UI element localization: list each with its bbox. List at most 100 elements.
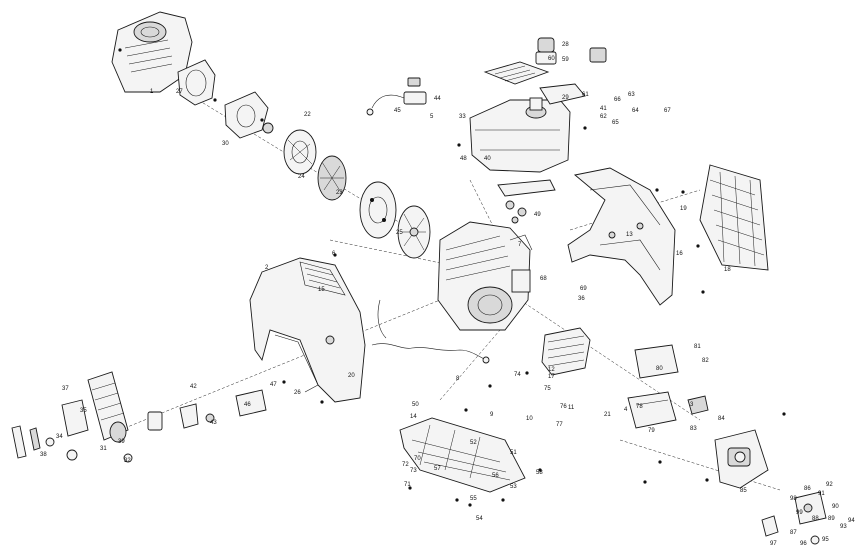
- part-number-label: 19: [680, 206, 687, 212]
- part-number-label: 65: [612, 120, 619, 126]
- part-number-label: 69: [580, 286, 587, 292]
- control-panel-part: [714, 429, 769, 489]
- part-number-label: 91: [818, 491, 825, 497]
- part-number-label: 7: [518, 242, 522, 248]
- part-number-label: 46: [244, 402, 251, 408]
- part-number-label: 94: [848, 518, 855, 524]
- part-number-label: 90: [832, 504, 839, 510]
- part-number-label: 23: [336, 190, 343, 196]
- part-number-label: 72: [402, 462, 409, 468]
- part-number-label: 89: [828, 516, 835, 522]
- part-number-label: 48: [460, 156, 467, 162]
- part-number-label: 47: [270, 382, 277, 388]
- part-number-label: 38: [40, 452, 47, 458]
- part-number-label: 50: [412, 402, 419, 408]
- part-number-label: 63: [628, 92, 635, 98]
- part-number-label: 99: [796, 510, 803, 516]
- part-number-label: 16: [676, 251, 683, 257]
- part-number-label: 52: [470, 440, 477, 446]
- part-number-label: 96: [800, 541, 807, 547]
- part-number-label: 14: [410, 414, 417, 420]
- part-number-label: 31: [100, 446, 107, 452]
- part-number-label: 78: [636, 404, 643, 410]
- part-number-label: 45: [394, 108, 401, 114]
- fasteners: [118, 48, 786, 507]
- part-number-label: 3: [690, 402, 694, 408]
- control-module-part: [627, 344, 709, 429]
- part-number-label: 42: [190, 384, 197, 390]
- part-number-label: 15: [318, 287, 325, 293]
- part-number-label: 27: [176, 89, 183, 95]
- part-number-label: 10: [526, 416, 533, 422]
- part-number-label: 77: [556, 422, 563, 428]
- part-number-label: 28: [562, 42, 569, 48]
- part-number-label: 33: [459, 114, 466, 120]
- fuel-tank-part: [469, 97, 571, 173]
- fan-cover-part: [111, 11, 193, 93]
- part-number-label: 30: [222, 141, 229, 147]
- part-number-label: 55: [470, 496, 477, 502]
- part-number-label: 59: [562, 57, 569, 63]
- part-number-label: 58: [536, 470, 543, 476]
- part-number-label: 82: [702, 358, 709, 364]
- part-number-label: 51: [510, 450, 517, 456]
- carburetor-part: [147, 389, 267, 431]
- part-number-label: 6: [332, 251, 336, 257]
- air-filter-part: [11, 371, 133, 463]
- engine-block-part: [437, 221, 533, 331]
- part-number-label: 54: [476, 516, 483, 522]
- part-number-label: 68: [540, 276, 547, 282]
- part-number-label: 24: [298, 174, 305, 180]
- front-housing-part: [249, 257, 366, 403]
- part-number-label: 8: [456, 376, 460, 382]
- part-number-label: 92: [826, 482, 833, 488]
- part-number-label: 13: [626, 232, 633, 238]
- part-number-label: 43: [210, 420, 217, 426]
- part-number-label: 35: [80, 408, 87, 414]
- flywheel-part: [283, 129, 431, 259]
- part-number-label: 61: [582, 92, 589, 98]
- right-cover-part: [699, 164, 769, 271]
- part-number-label: 11: [568, 405, 575, 411]
- part-number-label: 21: [604, 412, 611, 418]
- part-number-label: 86: [804, 486, 811, 492]
- blower-housing-part: [177, 59, 274, 139]
- part-number-label: 57: [434, 466, 441, 472]
- part-number-label: 2: [265, 265, 269, 271]
- right-frame-part: [567, 167, 676, 306]
- part-number-label: 44: [434, 96, 441, 102]
- part-number-label: 37: [62, 386, 69, 392]
- part-number-label: 98: [790, 496, 797, 502]
- part-number-label: 85: [740, 488, 747, 494]
- part-number-label: 34: [56, 434, 63, 440]
- part-number-label: 71: [404, 482, 411, 488]
- muffler-part: [541, 327, 591, 376]
- part-number-label: 97: [770, 541, 777, 547]
- part-number-label: 39: [118, 439, 125, 445]
- part-number-label: 12: [548, 367, 555, 373]
- part-number-labels: 2859152029333614123456789101112131617181…: [40, 42, 855, 547]
- part-number-label: 53: [510, 484, 517, 490]
- part-number-label: 32: [124, 458, 131, 464]
- part-number-label: 20: [348, 373, 355, 379]
- part-number-label: 1: [150, 89, 154, 95]
- part-number-label: 79: [648, 428, 655, 434]
- part-number-label: 64: [632, 108, 639, 114]
- tank-brackets-part: [497, 179, 556, 224]
- part-number-label: 84: [718, 416, 725, 422]
- part-number-label: 75: [544, 386, 551, 392]
- ignition-coil-part: [366, 77, 427, 116]
- base-tray-part: [399, 417, 526, 493]
- part-number-label: 5: [430, 114, 434, 120]
- part-number-label: 87: [790, 530, 797, 536]
- part-number-label: 83: [690, 426, 697, 432]
- fuel-line-part: [371, 299, 490, 364]
- part-number-label: 25: [396, 230, 403, 236]
- part-number-label: 22: [304, 112, 311, 118]
- part-number-label: 93: [840, 524, 847, 530]
- part-number-label: 95: [822, 537, 829, 543]
- part-number-label: 49: [534, 212, 541, 218]
- part-number-label: 26: [294, 390, 301, 396]
- part-number-label: 74: [514, 372, 521, 378]
